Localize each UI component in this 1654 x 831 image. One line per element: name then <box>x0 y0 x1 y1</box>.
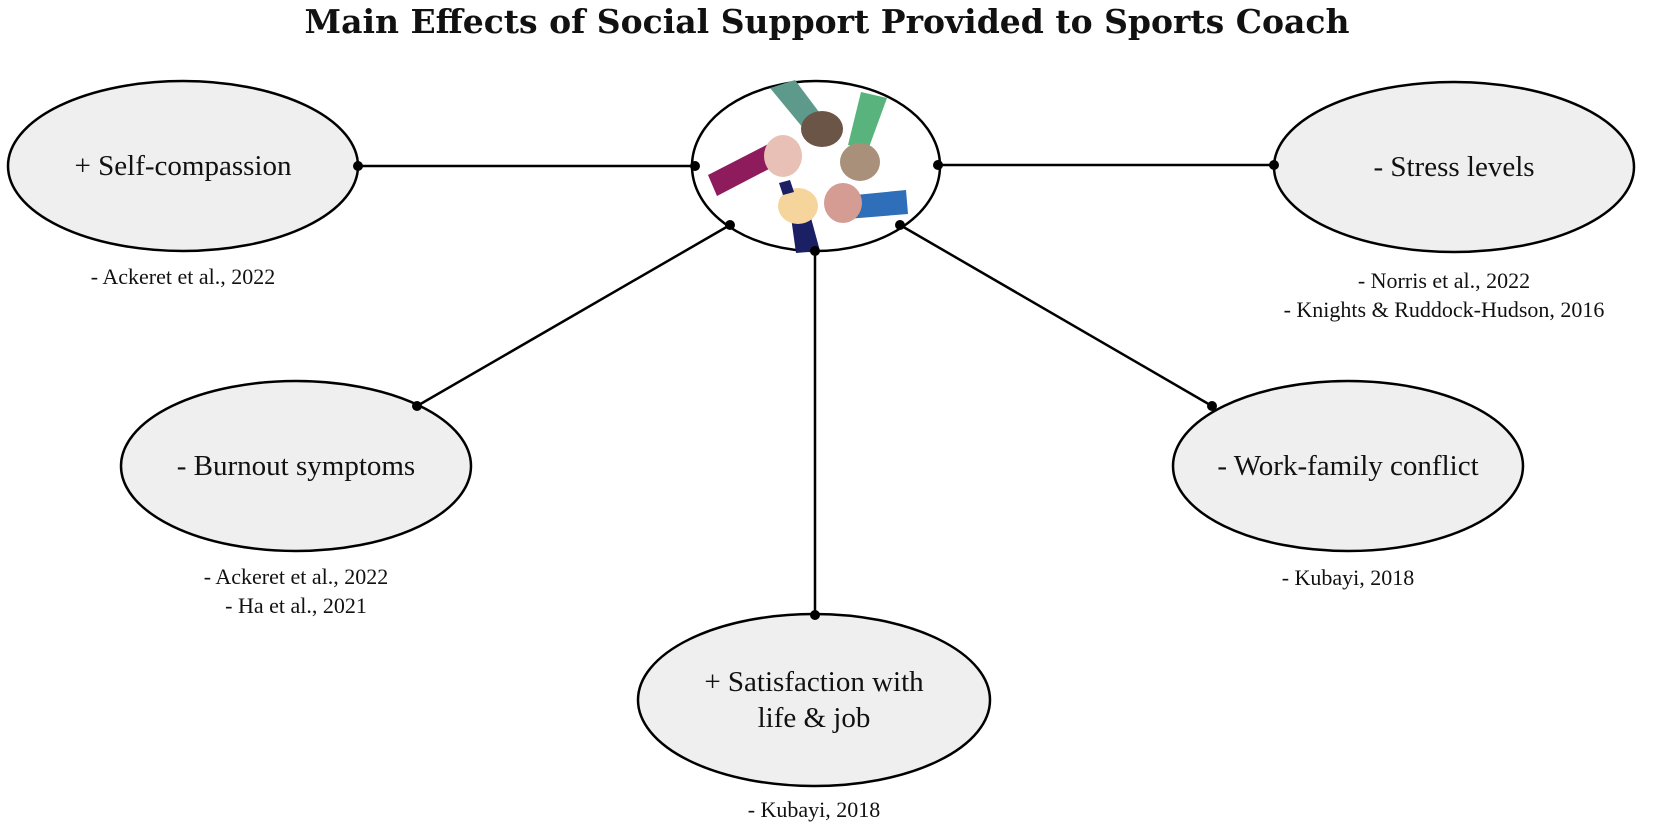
reference: - Ha et al., 2021 <box>225 593 367 618</box>
dot <box>895 220 905 230</box>
reference: - Knights & Ruddock-Hudson, 2016 <box>1283 297 1605 322</box>
reference: - Norris et al., 2022 <box>1357 268 1531 293</box>
dot <box>933 160 943 170</box>
node-label-self-compassion: + Self-compassion <box>74 150 292 182</box>
dot <box>1269 160 1279 170</box>
dot <box>1207 401 1217 411</box>
node-work-family-conflict <box>1171 379 1525 553</box>
refs-self-compassion: - Ackeret et al., 2022 <box>8 262 358 291</box>
dot <box>810 246 820 256</box>
diagram-title: Main Effects of Social Support Provided … <box>304 2 1350 41</box>
dot <box>353 161 363 171</box>
refs-satisfaction: - Kubayi, 2018 <box>639 795 989 824</box>
refs-burnout-symptoms: - Ackeret et al., 2022 - Ha et al., 2021 <box>121 562 471 620</box>
refs-work-family-conflict: - Kubayi, 2018 <box>1173 563 1523 592</box>
connector-work-family-conflict <box>899 223 1213 408</box>
node-label-stress-levels: - Stress levels <box>1373 151 1535 183</box>
reference: - Ackeret et al., 2022 <box>203 564 389 589</box>
dot <box>810 610 820 620</box>
connector-burnout-symptoms <box>416 223 731 408</box>
dot <box>690 161 700 171</box>
reference: - Kubayi, 2018 <box>747 797 881 822</box>
node-label-satisfaction: + Satisfaction with life & job <box>704 666 924 734</box>
reference: - Kubayi, 2018 <box>1281 565 1415 590</box>
dot <box>725 220 735 230</box>
reference: - Ackeret et al., 2022 <box>90 264 276 289</box>
refs-stress-levels: - Norris et al., 2022 - Knights & Ruddoc… <box>1244 266 1644 324</box>
node-label-work-family-conflict: - Work-family conflict <box>1217 450 1479 482</box>
hands-together-icon <box>708 80 908 253</box>
dot <box>412 401 422 411</box>
node-label-burnout-symptoms: - Burnout symptoms <box>176 450 416 482</box>
node-burnout-symptoms <box>119 379 473 553</box>
